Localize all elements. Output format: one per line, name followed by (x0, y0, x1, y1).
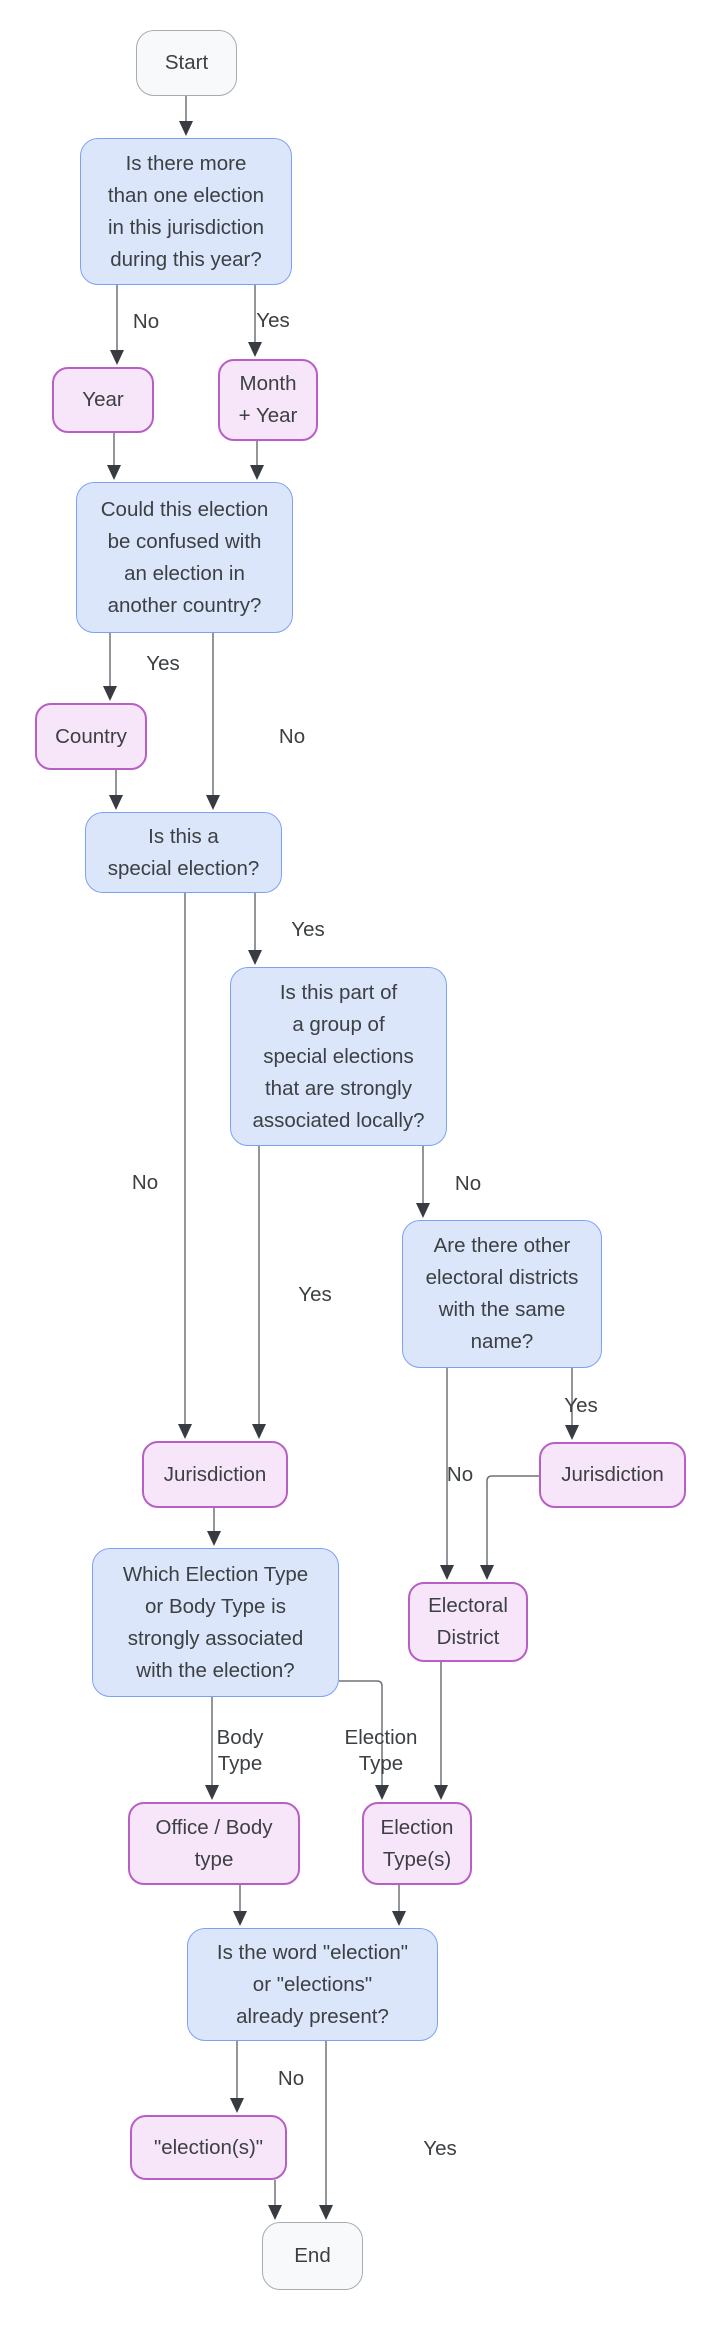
edge-label-confused-no: No (278, 725, 306, 748)
edge-label-group-no: No (454, 1172, 482, 1195)
node-country-label: Country (55, 724, 127, 748)
node-question-type-association-label: Which Election Type or Body Type is stro… (122, 1562, 309, 1682)
node-question-multiple-elections: Is there more than one election in this … (80, 138, 292, 285)
node-question-multiple-elections-label: Is there more than one election in this … (107, 151, 265, 271)
node-election-types: Election Type(s) (362, 1802, 472, 1885)
node-jurisdiction-right-label: Jurisdiction (561, 1463, 664, 1486)
node-question-group-special: Is this part of a group of special elect… (230, 967, 447, 1146)
node-election-types-label: Election Type(s) (380, 1815, 454, 1871)
node-election-s: "election(s)" (130, 2115, 287, 2180)
edge-label-multiple-yes: Yes (256, 309, 290, 332)
node-question-other-districts: Are there other electoral districts with… (402, 1220, 602, 1368)
node-end: End (262, 2222, 363, 2290)
node-question-group-special-label: Is this part of a group of special elect… (252, 980, 425, 1132)
node-office-body-type-label: Office / Body type (155, 1815, 273, 1871)
edge-label-multiple-no: No (132, 310, 160, 333)
node-question-word-present-label: Is the word "election" or "elections" al… (216, 1940, 409, 2028)
node-jurisdiction-left-label: Jurisdiction (163, 1462, 267, 1486)
edge-label-special-no: No (131, 1171, 159, 1194)
node-question-other-districts-label: Are there other electoral districts with… (425, 1234, 579, 1353)
node-election-s-label: "election(s)" (153, 2135, 264, 2159)
edge-label-group-yes: Yes (298, 1283, 332, 1306)
edge-label-body-type: Body Type (216, 1726, 264, 1775)
node-electoral-district-label: Electoral District (428, 1594, 508, 1649)
edge-label-word-no: No (277, 2067, 305, 2090)
node-month-year-label: Month + Year (238, 372, 298, 427)
node-start-label: Start (164, 51, 209, 74)
edge-label-special-yes: Yes (291, 918, 325, 941)
node-year-label: Year (82, 388, 124, 411)
node-question-special-election: Is this a special election? (85, 812, 282, 893)
node-office-body-type: Office / Body type (128, 1802, 300, 1885)
node-question-type-association: Which Election Type or Body Type is stro… (92, 1548, 339, 1697)
node-year: Year (52, 367, 154, 433)
edge-label-election-type: Election Type (344, 1726, 418, 1775)
edge-label-districts-yes: Yes (564, 1394, 598, 1417)
node-start: Start (136, 30, 237, 96)
node-question-confused-country: Could this election be confused with an … (76, 482, 293, 633)
node-end-label: End (294, 2244, 331, 2267)
edge-label-confused-yes: Yes (146, 652, 180, 675)
node-question-confused-country-label: Could this election be confused with an … (100, 497, 269, 617)
node-question-word-present: Is the word "election" or "elections" al… (187, 1928, 438, 2041)
node-jurisdiction-right: Jurisdiction (539, 1442, 686, 1508)
node-country: Country (35, 703, 147, 770)
node-jurisdiction-left: Jurisdiction (142, 1441, 288, 1508)
node-month-year: Month + Year (218, 359, 318, 441)
node-electoral-district: Electoral District (408, 1582, 528, 1662)
node-question-special-election-label: Is this a special election? (107, 824, 260, 880)
edge-label-districts-no: No (446, 1463, 474, 1486)
edge-label-word-yes: Yes (423, 2137, 457, 2160)
